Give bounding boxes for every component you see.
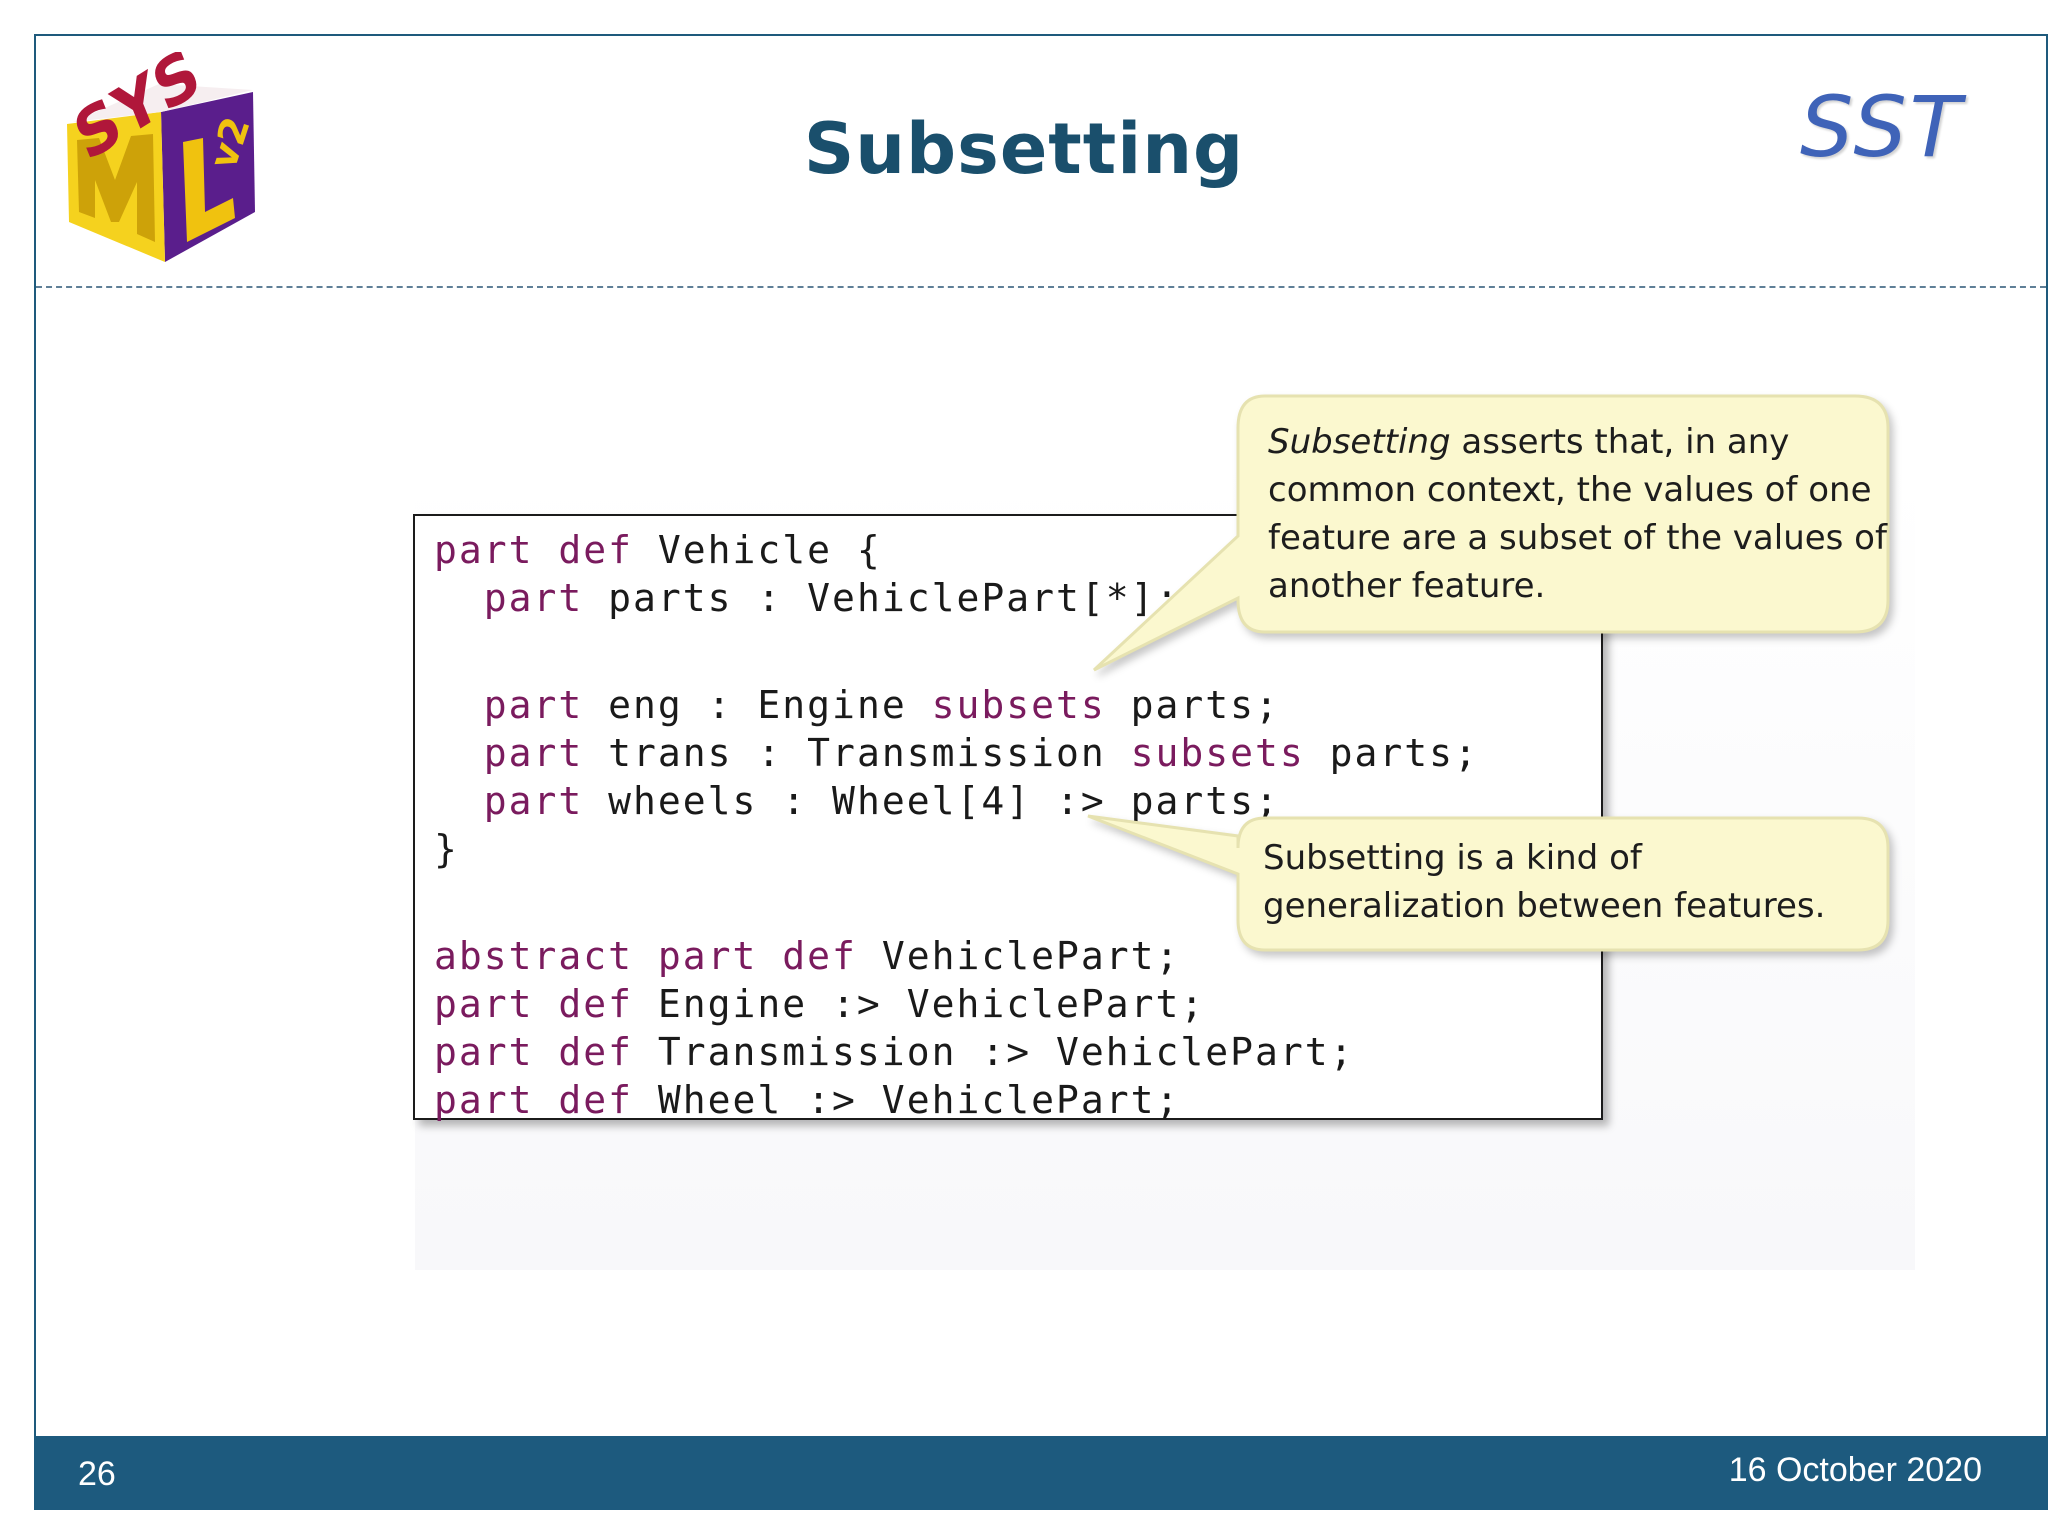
code-text: parts; [1304, 731, 1479, 775]
code-line: part def Wheel :> VehiclePart; [434, 1076, 1479, 1124]
code-text: trans : Transmission [583, 731, 1131, 775]
code-keyword: abstract part def [434, 934, 857, 978]
slide-title: Subsetting [803, 108, 1245, 190]
code-text: Wheel :> VehiclePart; [633, 1078, 1181, 1122]
callout-generalization-note: Subsetting is a kind of generalization b… [1263, 834, 1863, 930]
code-keyword: part def [434, 1078, 634, 1122]
callout-2-line-2: generalization between features. [1263, 886, 1826, 926]
code-text: VehiclePart; [856, 934, 1181, 978]
code-listing: part def Vehicle { part parts : VehicleP… [434, 526, 1479, 1124]
code-line: part eng : Engine subsets parts; [434, 681, 1479, 729]
code-line: part wheels : Wheel[4] :> parts; [434, 777, 1479, 825]
code-text: wheels : Wheel[4] :> parts; [583, 779, 1280, 823]
code-keyword: part [483, 731, 584, 775]
code-line: part def Vehicle { [434, 526, 1479, 574]
code-text: Vehicle { [633, 528, 882, 572]
code-text: } [434, 827, 459, 871]
callout-1-line-1: Subsetting asserts that, in any [1268, 422, 1790, 462]
code-keyword: part [483, 683, 584, 727]
callout-1-emphasis: Subsetting [1268, 422, 1451, 462]
code-text: eng : Engine [583, 683, 932, 727]
callout-2-bubble [1087, 814, 1890, 952]
code-text: parts : VehiclePart[*]; [583, 576, 1181, 620]
callout-subsetting-definition: Subsetting asserts that, in any common c… [1268, 418, 1888, 610]
callout-1-line-2: common context, the values of one [1268, 470, 1872, 510]
code-line: } [434, 825, 1479, 873]
code-line: part def Transmission :> VehiclePart; [434, 1028, 1479, 1076]
code-keyword: part def [434, 982, 634, 1026]
callout-2-line-1: Subsetting is a kind of [1263, 838, 1642, 878]
footer-bar [34, 1436, 2048, 1510]
callout-1-line-3: feature are a subset of the values of [1268, 518, 1887, 558]
code-keyword: part [483, 779, 584, 823]
sysml-v2-logo: v2 SYS [63, 34, 263, 267]
code-text: Transmission :> VehiclePart; [633, 1030, 1355, 1074]
callout-1-bubble [1092, 394, 1890, 672]
code-keyword: part def [434, 528, 634, 572]
footer-date: 16 October 2020 [1728, 1451, 1982, 1489]
code-keyword: part [483, 576, 584, 620]
page-number: 26 [78, 1455, 116, 1493]
code-keyword: subsets [931, 683, 1106, 727]
code-line: abstract part def VehiclePart; [434, 932, 1479, 980]
header-divider [36, 286, 2046, 288]
code-text: Engine :> VehiclePart; [633, 982, 1206, 1026]
code-line: part def Engine :> VehiclePart; [434, 980, 1479, 1028]
code-text: parts; [1105, 683, 1280, 727]
code-keyword: subsets [1130, 731, 1305, 775]
code-line: part trans : Transmission subsets parts; [434, 729, 1479, 777]
code-keyword: part def [434, 1030, 634, 1074]
sst-logo-text: SST [1800, 78, 1964, 176]
callout-1-line-4: another feature. [1268, 566, 1546, 606]
code-line: part parts : VehiclePart[*]; [434, 574, 1479, 622]
